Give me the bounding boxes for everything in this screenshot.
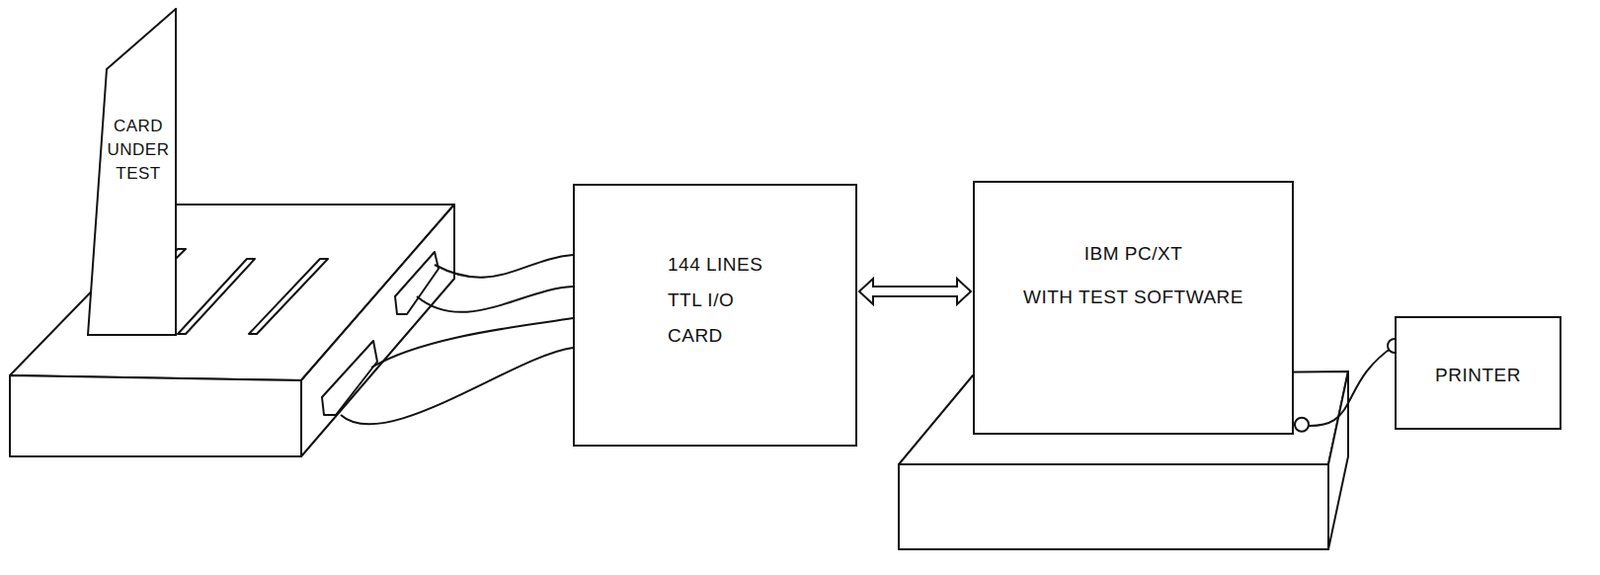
node-label: PRINTER — [1396, 357, 1560, 394]
data-bus-arrow — [859, 278, 971, 305]
fixture-socket — [395, 251, 439, 315]
pc-base-side — [1328, 371, 1349, 550]
fixture-socket — [321, 340, 378, 415]
io-card-box: 144 LINES TTL I/O CARD — [572, 183, 858, 447]
node-label: WITH TEST SOFTWARE — [974, 279, 1292, 316]
fixture-front — [9, 375, 302, 457]
fixture-slot — [248, 258, 328, 334]
ribbon-cable — [416, 286, 573, 313]
node-label: IBM PC/XT — [974, 236, 1292, 272]
ribbon-cable — [371, 318, 573, 368]
printer-box: PRINTER — [1394, 316, 1562, 430]
cable-line — [1293, 345, 1395, 426]
ribbon-cable — [340, 347, 573, 424]
fixture-slot — [177, 258, 255, 334]
cable-plug — [1294, 417, 1309, 432]
hollow-arrow — [859, 278, 971, 305]
node-label: CARD UNDER TEST — [104, 114, 172, 186]
pc-base-front — [898, 464, 1329, 550]
card-under-test: CARD UNDER TEST — [86, 7, 178, 336]
fixture-side — [301, 204, 455, 457]
printer-cable — [1293, 338, 1402, 432]
card-outline — [87, 8, 176, 335]
computer-monitor-box: IBM PC/XT WITH TEST SOFTWARE — [972, 180, 1294, 435]
node-label: 144 LINES TTL I/O CARD — [667, 246, 787, 354]
ribbon-cable — [434, 254, 573, 278]
